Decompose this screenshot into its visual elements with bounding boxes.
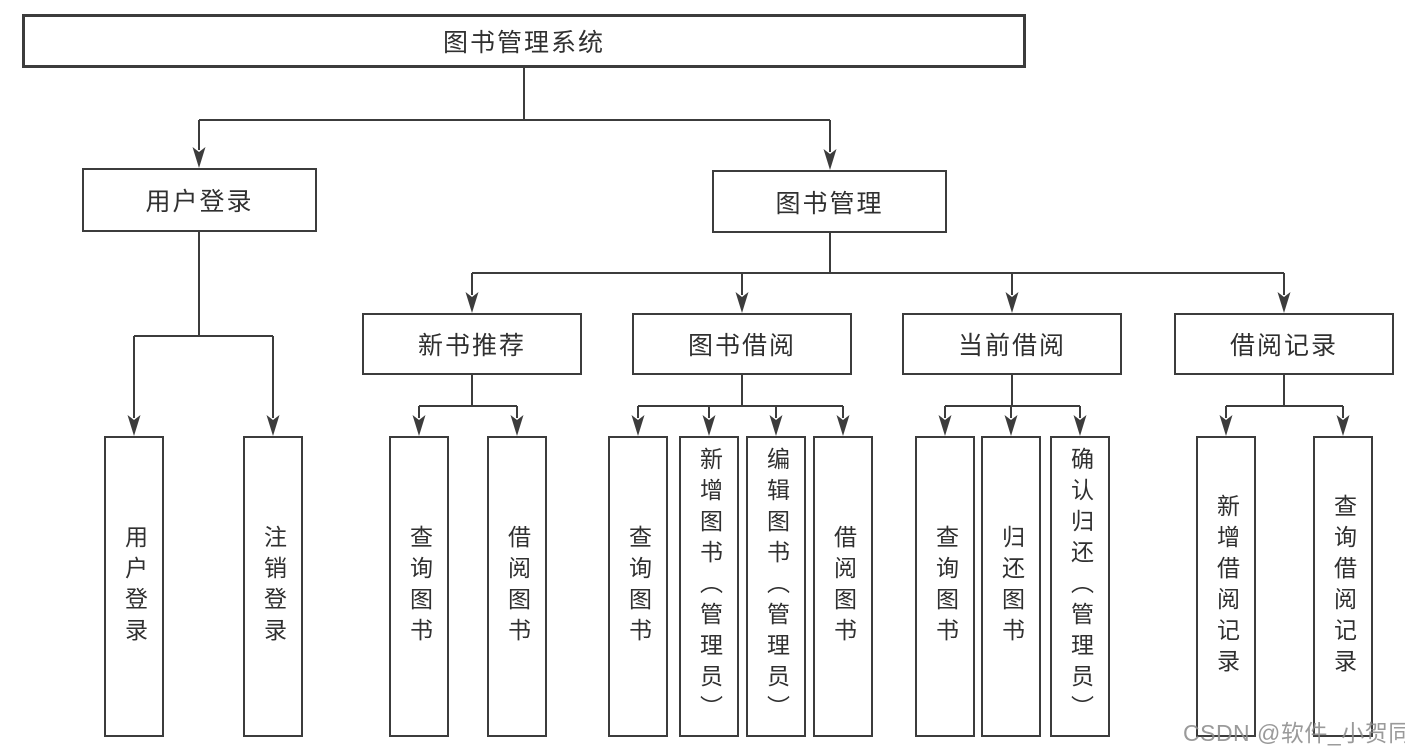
leaf-user-login-label: 用户登录 bbox=[121, 524, 148, 649]
leaf-query-books-2: 查询图书 bbox=[608, 436, 668, 737]
leaf-query-borrow-record-label: 查询借阅记录 bbox=[1330, 493, 1357, 680]
leaf-return-books-label: 归还图书 bbox=[998, 524, 1025, 649]
node-user-login: 用户登录 bbox=[82, 168, 317, 232]
leaf-query-books-2-label: 查询图书 bbox=[625, 524, 652, 649]
leaf-borrow-books-1: 借阅图书 bbox=[487, 436, 547, 737]
leaf-edit-books-admin-label: 编辑图书（管理员） bbox=[763, 447, 790, 726]
leaf-logout-login: 注销登录 bbox=[243, 436, 303, 737]
leaf-query-borrow-record: 查询借阅记录 bbox=[1313, 436, 1373, 737]
leaf-query-books-3: 查询图书 bbox=[915, 436, 975, 737]
leaf-return-books: 归还图书 bbox=[981, 436, 1041, 737]
leaf-borrow-books-1-label: 借阅图书 bbox=[504, 524, 531, 649]
node-root: 图书管理系统 bbox=[22, 14, 1026, 68]
leaf-add-borrow-record: 新增借阅记录 bbox=[1196, 436, 1256, 737]
leaf-edit-books-admin: 编辑图书（管理员） bbox=[746, 436, 806, 737]
node-book-management: 图书管理 bbox=[712, 170, 947, 233]
leaf-logout-login-label: 注销登录 bbox=[260, 524, 287, 649]
leaf-query-books-1: 查询图书 bbox=[389, 436, 449, 737]
leaf-query-books-1-label: 查询图书 bbox=[406, 524, 433, 649]
node-borrow-records: 借阅记录 bbox=[1174, 313, 1394, 375]
leaf-add-books-admin-label: 新增图书（管理员） bbox=[696, 447, 723, 726]
leaf-confirm-return-admin: 确认归还（管理员） bbox=[1050, 436, 1110, 737]
node-new-book-recommend: 新书推荐 bbox=[362, 313, 582, 375]
leaf-borrow-books-2: 借阅图书 bbox=[813, 436, 873, 737]
node-current-borrow: 当前借阅 bbox=[902, 313, 1122, 375]
csdn-watermark: CSDN @软件_小贺同学 bbox=[1183, 720, 1405, 746]
leaf-add-books-admin: 新增图书（管理员） bbox=[679, 436, 739, 737]
leaf-confirm-return-admin-label: 确认归还（管理员） bbox=[1067, 447, 1094, 726]
leaf-query-books-3-label: 查询图书 bbox=[932, 524, 959, 649]
leaf-borrow-books-2-label: 借阅图书 bbox=[830, 524, 857, 649]
node-book-borrow: 图书借阅 bbox=[632, 313, 852, 375]
leaf-add-borrow-record-label: 新增借阅记录 bbox=[1213, 493, 1240, 680]
leaf-user-login: 用户登录 bbox=[104, 436, 164, 737]
